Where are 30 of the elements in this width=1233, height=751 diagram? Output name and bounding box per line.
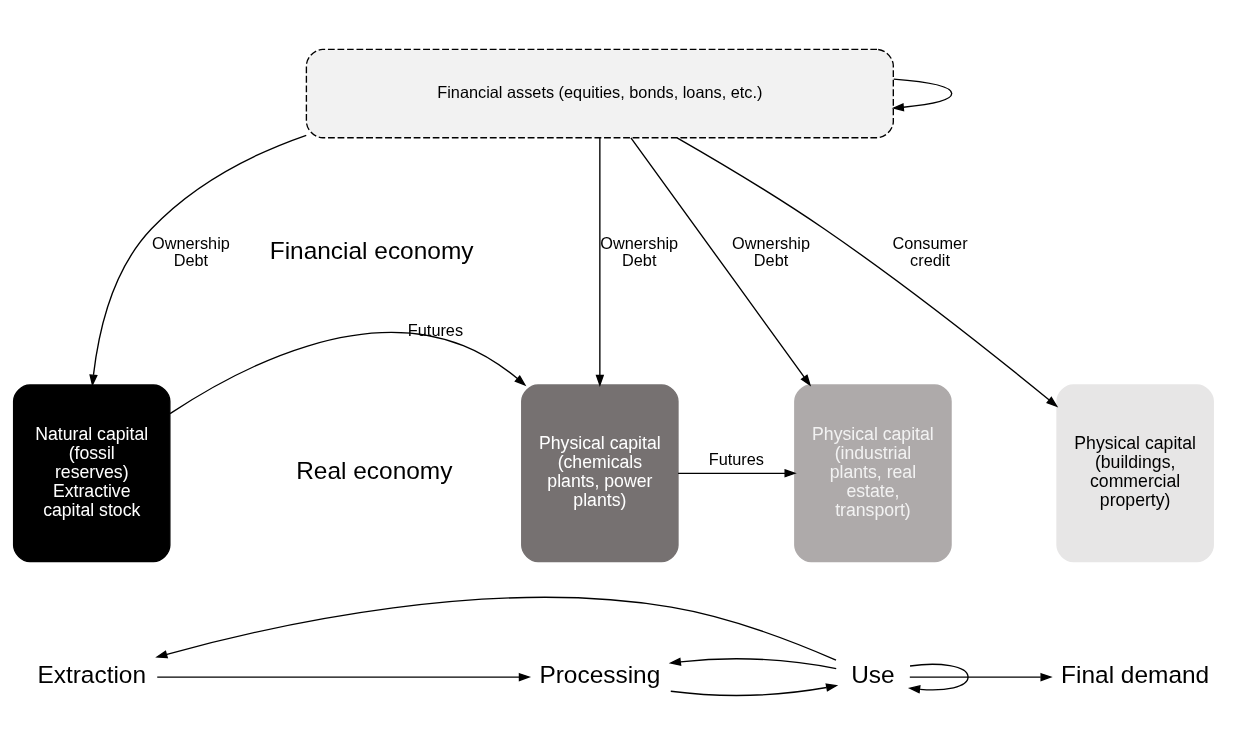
node-box: Physical capital (buildings, commercial property) bbox=[1056, 384, 1214, 563]
node-text: Processing bbox=[539, 661, 661, 689]
arrow bbox=[668, 657, 837, 670]
node-text: Final demand bbox=[1061, 661, 1210, 689]
arrow bbox=[908, 663, 969, 694]
edge-label: Consumer credit bbox=[892, 233, 968, 270]
edge-label: Ownership Debt bbox=[600, 233, 679, 270]
edge-label: Futures bbox=[708, 449, 765, 468]
edge-label: Futures bbox=[407, 320, 464, 339]
node-text: Use bbox=[851, 661, 895, 689]
node-box: Financial assets (equities, bonds, loans, etc.) bbox=[305, 48, 894, 139]
label: Financial economy bbox=[269, 237, 474, 265]
arrow bbox=[670, 683, 839, 697]
arrow bbox=[169, 331, 527, 415]
arrow bbox=[630, 137, 812, 387]
arrow bbox=[676, 137, 1059, 408]
arrow bbox=[891, 78, 953, 112]
arrow bbox=[677, 469, 797, 478]
arrow bbox=[89, 134, 307, 387]
edge-label: Ownership Debt bbox=[151, 233, 230, 270]
arrow bbox=[595, 137, 605, 387]
arrow bbox=[909, 672, 1053, 682]
node-text: Extraction bbox=[37, 661, 147, 689]
node-box: Physical capital (industrial plants, real estate, transport) bbox=[794, 384, 952, 563]
node-box: Physical capital (chemicals plants, power plants) bbox=[521, 384, 679, 563]
label: Real economy bbox=[296, 457, 453, 485]
edge-label: Ownership Debt bbox=[732, 233, 810, 270]
arrow bbox=[155, 596, 837, 661]
arrow bbox=[156, 672, 531, 682]
node-box: Natural capital (fossil reserves) Extractive capital stock bbox=[12, 384, 171, 563]
